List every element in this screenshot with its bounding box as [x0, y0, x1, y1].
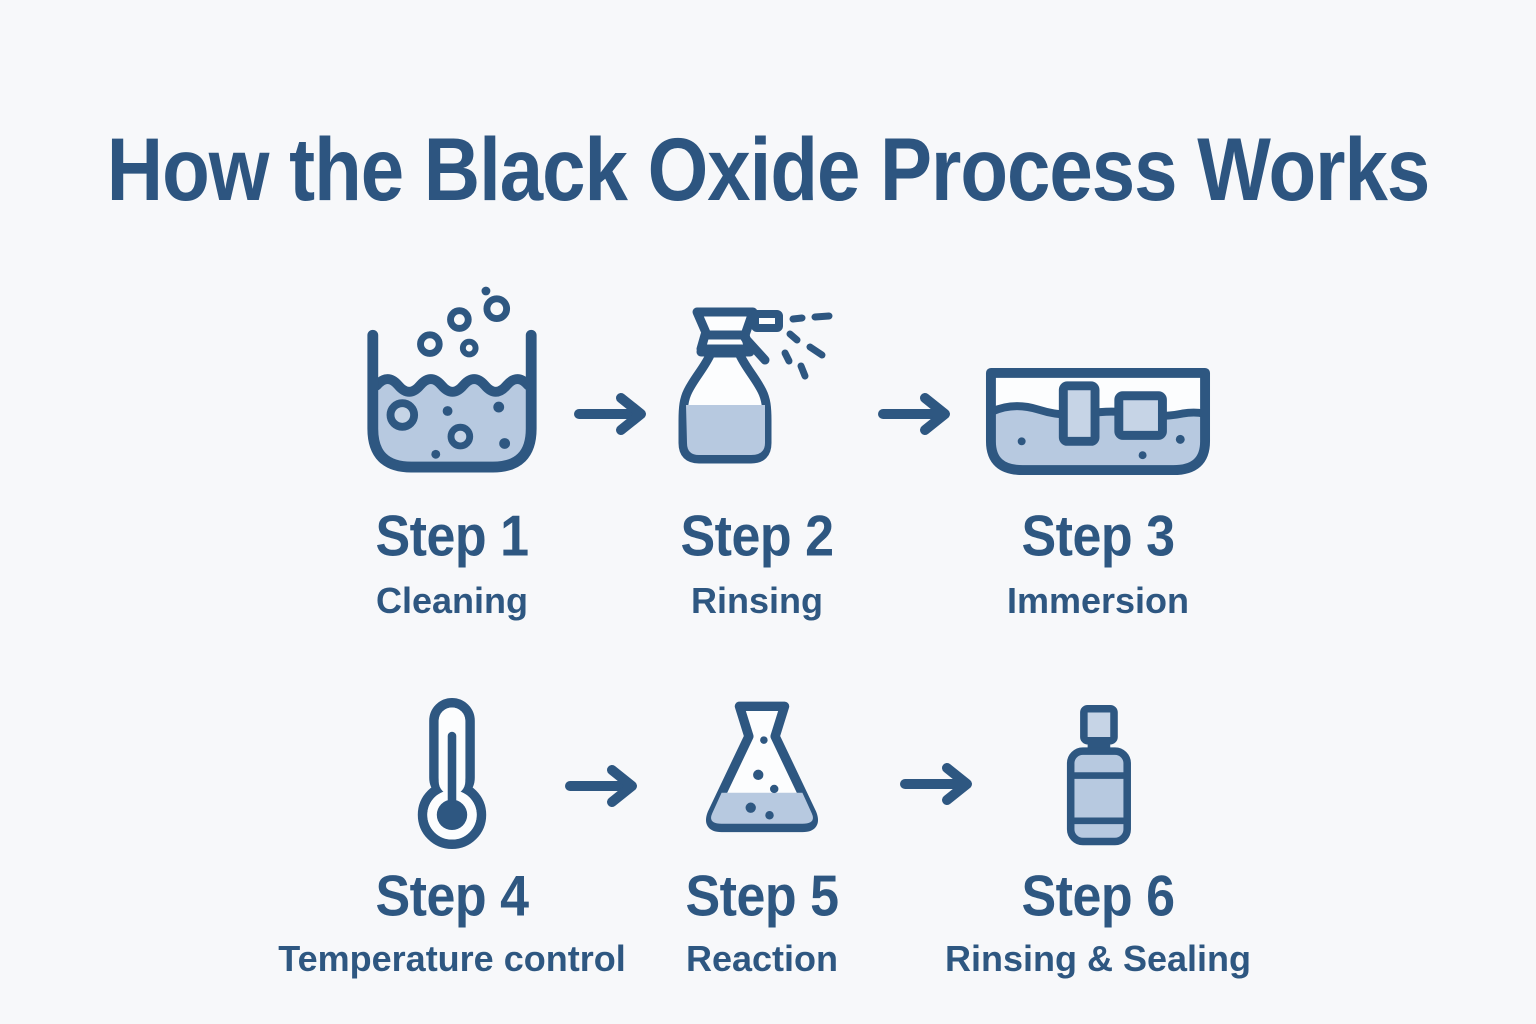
arrow-right-icon: [898, 762, 980, 811]
arrow-right-icon: [570, 392, 656, 441]
arrow-right-icon: [874, 392, 960, 441]
step-4-icon-area: [242, 695, 662, 855]
step-3-caption: Immersion: [1006, 579, 1190, 621]
step-2-cell: Step 2 Rinsing: [547, 288, 967, 619]
step-1-cell: Step 1 Cleaning: [242, 286, 662, 621]
immersion-tank-icon: [984, 366, 1212, 485]
step-1-label: Step 1: [375, 504, 529, 569]
spray-bottle-icon: [677, 305, 837, 485]
step-6-label: Step 6: [1021, 864, 1175, 929]
step-5-icon-area: [552, 695, 972, 855]
step-1-icon-area: [242, 286, 662, 485]
step-3-cell: Step 3 Immersion: [888, 288, 1308, 619]
step-4-cell: Step 4 Temperature control: [242, 695, 662, 977]
step-5-cell: Step 5 Reaction: [552, 695, 972, 977]
step-6-icon-area: [888, 695, 1308, 855]
step-6-caption: Rinsing & Sealing: [944, 937, 1252, 979]
thermometer-icon: [414, 698, 490, 855]
step-2-icon-area: [547, 288, 967, 485]
step-4-label: Step 4: [375, 864, 529, 929]
step-2-caption: Rinsing: [691, 579, 823, 621]
arrow-right-icon: [563, 764, 645, 813]
step-5-label: Step 5: [685, 864, 839, 929]
cleaning-tank-icon: [361, 283, 543, 485]
reaction-flask-icon: [696, 695, 828, 855]
step-3-icon-area: [888, 288, 1308, 485]
step-5-caption: Reaction: [685, 937, 839, 979]
sealing-bottle-icon: [1065, 704, 1131, 855]
step-4-caption: Temperature control: [278, 937, 626, 979]
step-6-cell: Step 6 Rinsing & Sealing: [888, 695, 1308, 977]
step-3-label: Step 3: [1021, 504, 1175, 569]
step-2-label: Step 2: [680, 504, 834, 569]
step-1-caption: Cleaning: [375, 579, 528, 621]
page-title: How the Black Oxide Process Works: [106, 119, 1430, 220]
